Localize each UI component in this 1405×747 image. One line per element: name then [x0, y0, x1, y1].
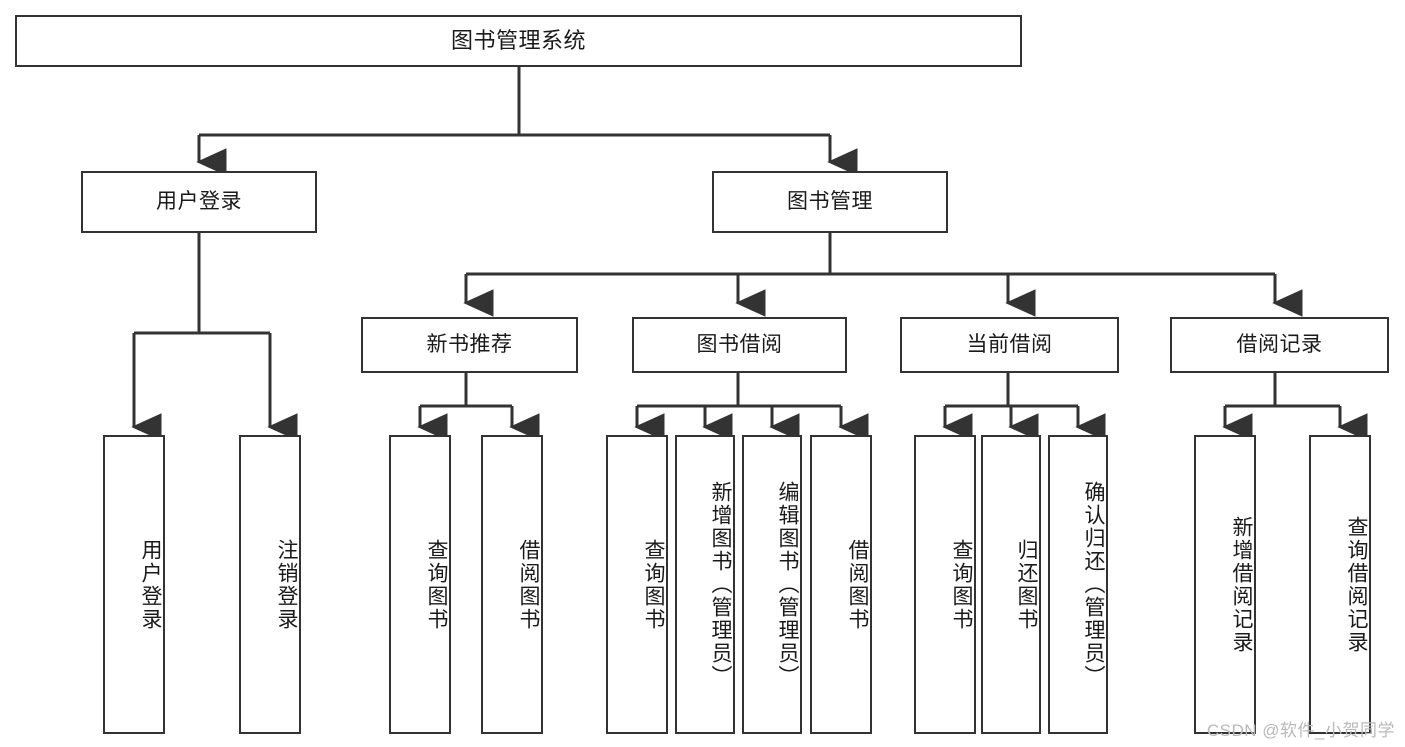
node-leaf-user-login[interactable]: 用户登录	[103, 435, 165, 734]
node-label: 用户登录	[139, 538, 162, 631]
node-label: 借阅图书	[517, 538, 540, 631]
node-label: 借阅图书	[846, 538, 869, 631]
node-label: 归还图书	[1015, 538, 1038, 631]
node-borrow-record[interactable]: 借阅记录	[1170, 317, 1389, 373]
node-label: 新增借阅记录	[1230, 515, 1253, 654]
node-leaf-edit-book-admin[interactable]: 编辑图书（管理员）	[742, 435, 802, 734]
node-label: 查询图书	[425, 538, 448, 631]
node-label: 查询图书	[950, 538, 973, 631]
node-new-book-recommend[interactable]: 新书推荐	[361, 317, 578, 373]
node-leaf-borrow-book-rec[interactable]: 借阅图书	[481, 435, 543, 734]
node-label: 编辑图书（管理员）	[776, 481, 799, 688]
node-current-borrow[interactable]: 当前借阅	[900, 317, 1119, 373]
node-leaf-add-borrow-record[interactable]: 新增借阅记录	[1194, 435, 1256, 734]
node-label: 确认归还（管理员）	[1082, 481, 1105, 688]
node-leaf-query-book-borrow[interactable]: 查询图书	[606, 435, 668, 734]
node-leaf-query-borrow-record[interactable]: 查询借阅记录	[1309, 435, 1371, 734]
node-user-login[interactable]: 用户登录	[81, 171, 317, 233]
node-leaf-logout-login[interactable]: 注销登录	[239, 435, 301, 734]
node-leaf-confirm-return-admin[interactable]: 确认归还（管理员）	[1048, 435, 1108, 734]
node-leaf-query-book-rec[interactable]: 查询图书	[389, 435, 451, 734]
watermark-text: CSDN @软件_小贺同学	[1206, 721, 1395, 740]
node-book-manage[interactable]: 图书管理	[712, 171, 948, 233]
node-leaf-return-book[interactable]: 归还图书	[981, 435, 1041, 734]
node-leaf-borrow-book[interactable]: 借阅图书	[810, 435, 872, 734]
node-label: 查询借阅记录	[1345, 515, 1368, 654]
node-root[interactable]: 图书管理系统	[15, 15, 1022, 67]
node-leaf-query-book-cur[interactable]: 查询图书	[914, 435, 976, 734]
node-label: 注销登录	[275, 538, 298, 631]
node-label: 查询图书	[642, 538, 665, 631]
node-book-borrow[interactable]: 图书借阅	[632, 317, 847, 373]
node-label: 新增图书（管理员）	[709, 481, 732, 688]
node-leaf-add-book-admin[interactable]: 新增图书（管理员）	[675, 435, 735, 734]
